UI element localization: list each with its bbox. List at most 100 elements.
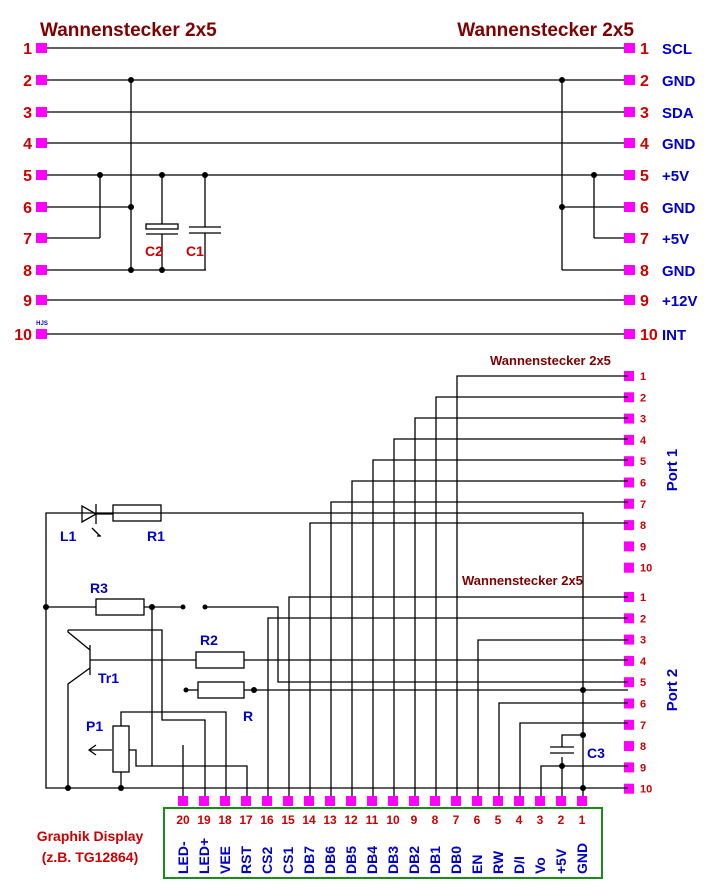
right-pin-number: 4 xyxy=(640,136,649,153)
display-pin-number: 9 xyxy=(411,813,418,827)
port1-pin-number: 9 xyxy=(640,541,646,553)
port1-pin-pad xyxy=(624,456,634,467)
display-pin-pad xyxy=(493,796,503,806)
left-pin-pad xyxy=(36,295,47,305)
left-pin-pad xyxy=(36,43,47,53)
left-pin-pad xyxy=(36,170,47,180)
right-pin-number: 3 xyxy=(640,105,649,122)
display-pin-pad xyxy=(577,796,587,806)
port1-pin-number: 1 xyxy=(640,371,646,383)
display-pin-number: 1 xyxy=(579,813,586,827)
display-pin-pad xyxy=(346,796,356,806)
right-pin-pad xyxy=(624,138,635,148)
port2-pin-pad xyxy=(624,634,634,645)
display-pin-number: 2 xyxy=(558,813,565,827)
r-label: R xyxy=(243,708,253,724)
right-pin-pad xyxy=(624,265,635,275)
port1-pin-pad xyxy=(624,434,634,445)
display-pin-number: 10 xyxy=(386,813,400,827)
right-pin-signal: +12V xyxy=(662,293,697,310)
display-pin-signal: GND xyxy=(574,843,590,874)
display-pin-signal: DB5 xyxy=(343,846,359,874)
right-pin-signal: SCL xyxy=(662,41,692,58)
port1-pin-pad xyxy=(624,498,634,509)
top-junctions xyxy=(97,77,597,273)
c2-label: C2 xyxy=(145,243,163,259)
display-pin-number: 3 xyxy=(537,813,544,827)
left-pin-number: 3 xyxy=(23,105,32,122)
port2-pin-pad xyxy=(624,655,634,666)
port2-pin-pad xyxy=(624,698,634,709)
display-pin-pad xyxy=(283,796,293,806)
display-pin-number: 5 xyxy=(495,813,502,827)
port2-pin-number: 1 xyxy=(640,592,646,604)
right-pin-number: 2 xyxy=(640,73,649,90)
tiny-pad-label: HJS xyxy=(36,321,48,327)
display-pin-signal: CS1 xyxy=(280,847,296,874)
right-pin-signal: +5V xyxy=(662,168,689,185)
display-pin-signal: EN xyxy=(469,855,485,874)
r1-label: R1 xyxy=(147,528,165,544)
display-pin-number: 11 xyxy=(366,813,379,827)
display-pin-pad xyxy=(535,796,545,806)
display-pin-number: 15 xyxy=(281,813,295,827)
right-pin-pad xyxy=(624,75,635,85)
display-pin-pad xyxy=(388,796,398,806)
left-pin-number: 4 xyxy=(23,136,32,153)
port2-pin-number: 3 xyxy=(640,635,646,647)
right-pin-signal: GND xyxy=(662,73,696,90)
tr1-label: Tr1 xyxy=(98,670,119,686)
display-pin-signal: DB6 xyxy=(322,846,338,874)
right-pin-signal: GND xyxy=(662,200,696,217)
port2-pin-pad xyxy=(624,741,634,752)
display-pin-pad xyxy=(430,796,440,806)
right-pin-pad xyxy=(624,43,635,53)
port2-pin-number: 4 xyxy=(640,656,647,668)
r2-label: R2 xyxy=(200,632,218,648)
display-pin-signal: LED- xyxy=(175,841,191,874)
display-pin-number: 16 xyxy=(260,813,274,827)
left-pin-number: 7 xyxy=(23,231,32,248)
port2-pin-pad xyxy=(624,613,634,624)
port2-pin-number: 6 xyxy=(640,699,646,711)
left-pin-pad xyxy=(36,107,47,117)
port2-pin-number: 2 xyxy=(640,613,646,625)
bottom-junctions xyxy=(43,604,586,791)
left-pin-pad xyxy=(36,138,47,148)
right-pin-number: 10 xyxy=(640,327,658,344)
port2-pin-pad xyxy=(624,762,634,773)
port1-label: Port 1 xyxy=(664,449,681,492)
r3-transistor-branch xyxy=(46,598,628,800)
left-pin-number: 5 xyxy=(23,168,32,185)
port2-pin-number: 10 xyxy=(640,784,652,796)
left-pin-number: 9 xyxy=(23,293,32,310)
display-pin-signal: D/I xyxy=(511,856,527,874)
display-pin-number: 7 xyxy=(453,813,460,827)
title-right-connector: Wannenstecker 2x5 xyxy=(457,20,634,41)
right-pin-signal: GND xyxy=(662,136,696,153)
right-pin-signal: SDA xyxy=(662,105,694,122)
left-pin-number: 1 xyxy=(23,41,32,58)
port1-pin-pad xyxy=(624,562,634,573)
right-pin-pad xyxy=(624,295,635,305)
port1-pin-pad xyxy=(624,541,634,552)
display-pin-number: 20 xyxy=(176,813,190,827)
right-pin-number: 6 xyxy=(640,200,649,217)
port1-pin-number: 10 xyxy=(640,563,652,575)
display-pin-number: 19 xyxy=(197,813,211,827)
title-port2-connector: Wannenstecker 2x5 xyxy=(462,573,583,588)
right-pin-pad xyxy=(624,107,635,117)
display-label-1: Graphik Display xyxy=(37,828,144,844)
c3-label: C3 xyxy=(587,745,605,761)
left-pin-number: 6 xyxy=(23,200,32,217)
left-pin-number: 10 xyxy=(14,327,32,344)
display-pin-signal: DB0 xyxy=(448,846,464,874)
port1-pin-number: 7 xyxy=(640,499,646,511)
display-pin-signal: DB2 xyxy=(406,846,422,874)
display-pin-pad xyxy=(472,796,482,806)
right-pin-number: 1 xyxy=(640,41,649,58)
display-pin-signal: DB4 xyxy=(364,846,380,874)
port1-pin-pad xyxy=(624,413,634,424)
port2-pin-number: 8 xyxy=(640,741,646,753)
